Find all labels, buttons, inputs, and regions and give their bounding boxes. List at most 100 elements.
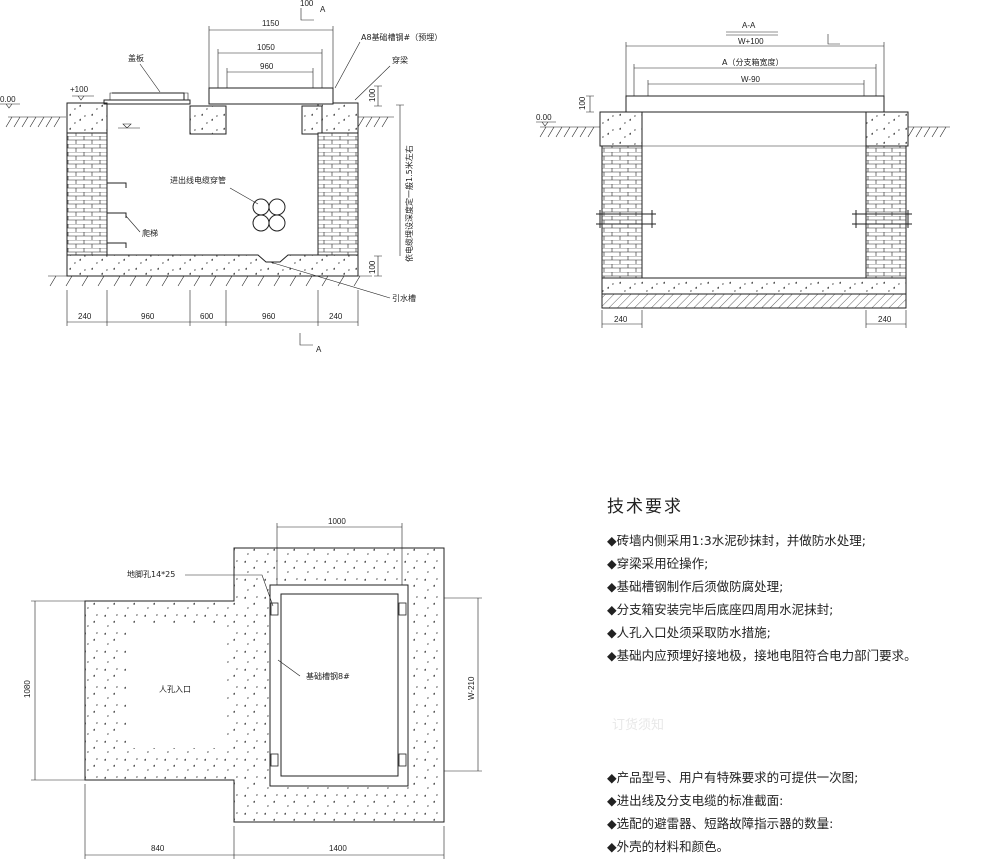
ladder-leader (125, 215, 141, 233)
aa-title: A-A (742, 21, 756, 30)
channel-plan-leader (277, 659, 301, 677)
ground-hatch-right (357, 116, 394, 128)
order-item: ◆外壳的材料和颜色。 (607, 839, 730, 854)
label-cover: 盖板 (128, 53, 144, 63)
aa-cap-edges (625, 96, 885, 112)
note-item: ◆穿梁采用砼操作; (607, 556, 709, 571)
aa-dim-100: 100 (578, 96, 587, 110)
top-dimensions (208, 8, 334, 88)
conduit-leader (229, 187, 259, 205)
aa-left-brick-wall (601, 145, 643, 279)
left-brick-wall (66, 132, 108, 256)
channel-leader (334, 41, 361, 89)
drain-leader (269, 261, 391, 299)
cover-plate (103, 92, 191, 105)
notes-title: 技术要求 (607, 497, 683, 517)
anchor-leader (185, 574, 274, 607)
dim-960-right: 960 (262, 312, 276, 321)
right-brick-wall (317, 132, 359, 256)
dim-960: 960 (260, 62, 274, 71)
aa-left-cap (599, 111, 643, 147)
aa-pipe-right (852, 210, 912, 228)
aa-right-cap (865, 111, 909, 147)
aa-dim-240-left: 240 (614, 315, 628, 324)
cut-mark-bottom: A (316, 345, 322, 354)
label-channel: A8基础槽钢#（预埋） (361, 32, 442, 42)
channel-steel-top (208, 87, 334, 105)
aa-ground-hatch-left (539, 126, 600, 138)
note-item: ◆砖墙内侧采用1:3水泥砂抹封，并做防水处理; (607, 533, 866, 548)
cover-leader (139, 63, 161, 93)
cover-handle (109, 92, 189, 100)
water-level-mark (118, 123, 140, 129)
plan-dim-840: 840 (151, 844, 165, 853)
aa-base-hatch (601, 293, 907, 309)
box-frame-inner (280, 593, 399, 777)
aa-right-brick-wall (865, 145, 907, 279)
dim-w-plus-100: W+100 (738, 37, 764, 46)
order-notes: ◆产品型号、用户有特殊要求的可提供一次图; ◆进出线及分支电缆的标准截面: ◆选… (607, 766, 989, 858)
dim-1050: 1050 (257, 43, 275, 52)
plan-dim-1000: 1000 (328, 517, 346, 526)
aa-dim-240-right: 240 (878, 315, 892, 324)
dim-100-right-top: 100 (368, 88, 377, 102)
right-wall-cap (317, 102, 359, 134)
label-drain: 引水槽 (392, 293, 416, 303)
anchor-holes (270, 602, 407, 767)
dim-960-left: 960 (141, 312, 155, 321)
order-item: ◆选配的避雷器、短路故障指示器的数量: (607, 816, 834, 831)
ladder-rungs (107, 182, 127, 248)
plan-dim-right-lines (444, 597, 482, 772)
label-beam: 穿梁 (392, 55, 408, 65)
plan-dim-bottom-lines (84, 784, 445, 859)
technical-requirements: 技术要求 ◆砖墙内侧采用1:3水泥砂抹封，并做防水处理; ◆穿梁采用砼操作; ◆… (607, 492, 989, 667)
aa-level-zero-mark (536, 121, 556, 127)
faint-heading: 订货须知 (612, 718, 665, 733)
aa-pipe-left (596, 210, 656, 228)
dim-a-width: A（分支箱宽度） (722, 57, 783, 67)
note-item: ◆分支箱安装完毕后底座四周用水泥抹封; (607, 602, 834, 617)
right-vertical-dims (374, 85, 404, 277)
dim-240-right: 240 (329, 312, 343, 321)
cut-mark-top: A (320, 5, 326, 14)
aa-title-underline (726, 31, 778, 36)
aa-foundation-base (601, 277, 907, 295)
plan-view: 1000 地脚孔14*25 基础槽钢8# 人孔入口 1080 W-210 840… (23, 517, 482, 859)
aa-top-dims (625, 42, 885, 96)
order-item: ◆产品型号、用户有特殊要求的可提供一次图; (607, 770, 859, 785)
beam-leader (354, 65, 391, 101)
aa-view: A-A W+100 A（分支箱宽度） W-90 0.00 (536, 21, 950, 328)
bottom-dimensions (66, 290, 359, 346)
note-item: ◆基础内应预埋好接地极，接地电阻符合电力部门要求。 (607, 648, 917, 663)
plan-dim-top-lines (276, 523, 403, 585)
label-anchor-hole: 地脚孔14*25 (127, 569, 175, 579)
dim-w-minus-90: W-90 (741, 75, 761, 84)
cable-conduits (252, 198, 286, 232)
center-block-right (301, 105, 323, 135)
plan-dim-w-minus-210: W-210 (467, 676, 476, 700)
level-plus-100: +100 (70, 85, 89, 94)
foundation-base (66, 254, 359, 277)
ground-hatch-left (5, 116, 66, 128)
level-zero-left: 0.00 (0, 95, 16, 104)
dim-1150: 1150 (262, 19, 280, 28)
note-item: ◆人孔入口处须采取防水措施; (607, 625, 771, 640)
order-item: ◆进出线及分支电缆的标准截面: (607, 793, 784, 808)
aa-cut-mark (827, 34, 840, 45)
label-plan-channel: 基础槽钢8# (306, 671, 350, 681)
label-conduit: 进出线电缆穿管 (170, 175, 226, 185)
label-ladder: 爬梯 (142, 228, 158, 238)
label-depth: 依电缆埋设深度定一般1.5米左右 (404, 145, 414, 262)
section-view: 1150 1050 960 100 A 盖板 A8基础槽钢#（预埋） 穿梁 +1… (0, 0, 442, 354)
aa-level-zero: 0.00 (536, 113, 552, 122)
left-wall-cap (66, 102, 108, 134)
aa-dim-100-lines (586, 95, 594, 113)
aa-bottom-dims (601, 310, 907, 328)
manhole-opening (127, 624, 227, 748)
level-plus-mark (72, 95, 94, 101)
aa-channel-steel (625, 95, 885, 113)
aa-ground-hatch-right (907, 126, 950, 138)
plan-dim-1400: 1400 (329, 844, 347, 853)
label-manhole: 人孔入口 (159, 685, 191, 694)
